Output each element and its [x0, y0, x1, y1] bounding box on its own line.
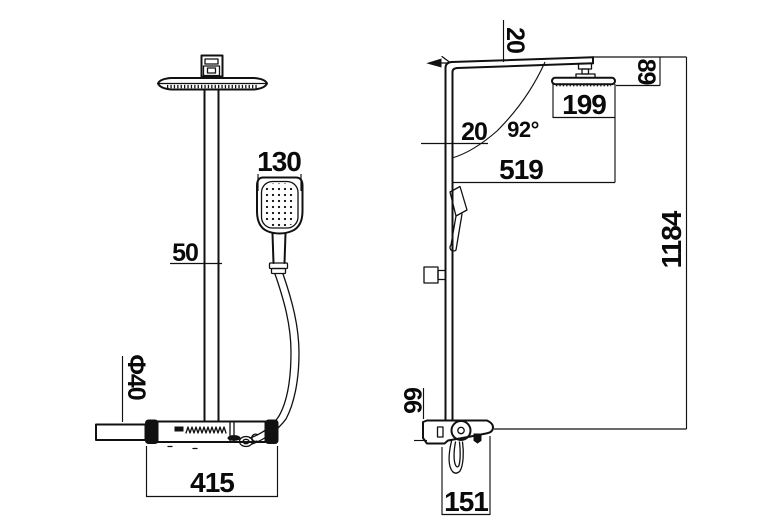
- rain-head-stem-side: [575, 62, 596, 79]
- dim-66-label: 66: [398, 387, 426, 413]
- spray-nozzles: [263, 183, 296, 226]
- grip-ridges: [185, 426, 227, 434]
- dim-overall-height: 1184: [494, 57, 688, 430]
- mixer-valve-front: [95, 419, 279, 450]
- valve-knob-left: [145, 419, 159, 444]
- dim-1184-label: 1184: [656, 210, 687, 268]
- riser-pipe-front: [203, 88, 220, 422]
- dim-519-label: 519: [499, 154, 543, 185]
- hand-shower-front: [256, 176, 304, 275]
- rain-head-front: [157, 77, 268, 91]
- dim-pipe-depth: 20: [421, 118, 488, 146]
- valve-knob-side: [450, 420, 472, 441]
- hose-loop-side: [448, 440, 464, 474]
- dim-415-label: 415: [190, 467, 234, 498]
- valve-spout: [473, 433, 482, 444]
- dim-50-label: 50: [172, 239, 198, 267]
- wall-arm-side: [444, 56, 594, 422]
- dim-riser-pipe-width: 50: [170, 239, 222, 267]
- dim-20-left-label: 20: [461, 118, 487, 146]
- valve-knob-right: [265, 419, 279, 444]
- dim-130-label: 130: [257, 146, 301, 177]
- wall-bracket-side: [423, 266, 447, 284]
- mount-bracket-front: [200, 54, 224, 78]
- dim-valve-depth: 151: [441, 436, 491, 517]
- side-view: 20 89 199 92° 20 519: [398, 20, 688, 517]
- inlet-stub: [95, 423, 147, 441]
- dim-phi40-label: Φ40: [122, 354, 150, 399]
- dim-89-label: 89: [632, 59, 660, 85]
- dim-head-drop: 89: [593, 56, 687, 87]
- dim-head-width: 199: [552, 84, 616, 183]
- dim-valve-length: 415: [145, 446, 279, 498]
- front-view: 130 50 Φ40 415: [95, 54, 304, 498]
- dim-arm-reach: 519: [452, 154, 615, 185]
- dim-arm-angle: 92°: [451, 61, 546, 159]
- dim-hand-shower-width: 130: [257, 146, 302, 191]
- mixer-valve-side: [422, 419, 495, 474]
- rain-head-side: [551, 76, 616, 87]
- dim-151-label: 151: [444, 486, 488, 517]
- dim-199-label: 199: [562, 89, 606, 120]
- dim-valve-height: 66: [398, 387, 427, 442]
- hand-shower-side: [449, 185, 468, 252]
- dim-92deg-label: 92°: [507, 117, 539, 142]
- dim-20-top-label: 20: [501, 27, 529, 53]
- dim-inlet-diameter: Φ40: [121, 354, 150, 422]
- dim-arm-height: 20: [501, 20, 529, 62]
